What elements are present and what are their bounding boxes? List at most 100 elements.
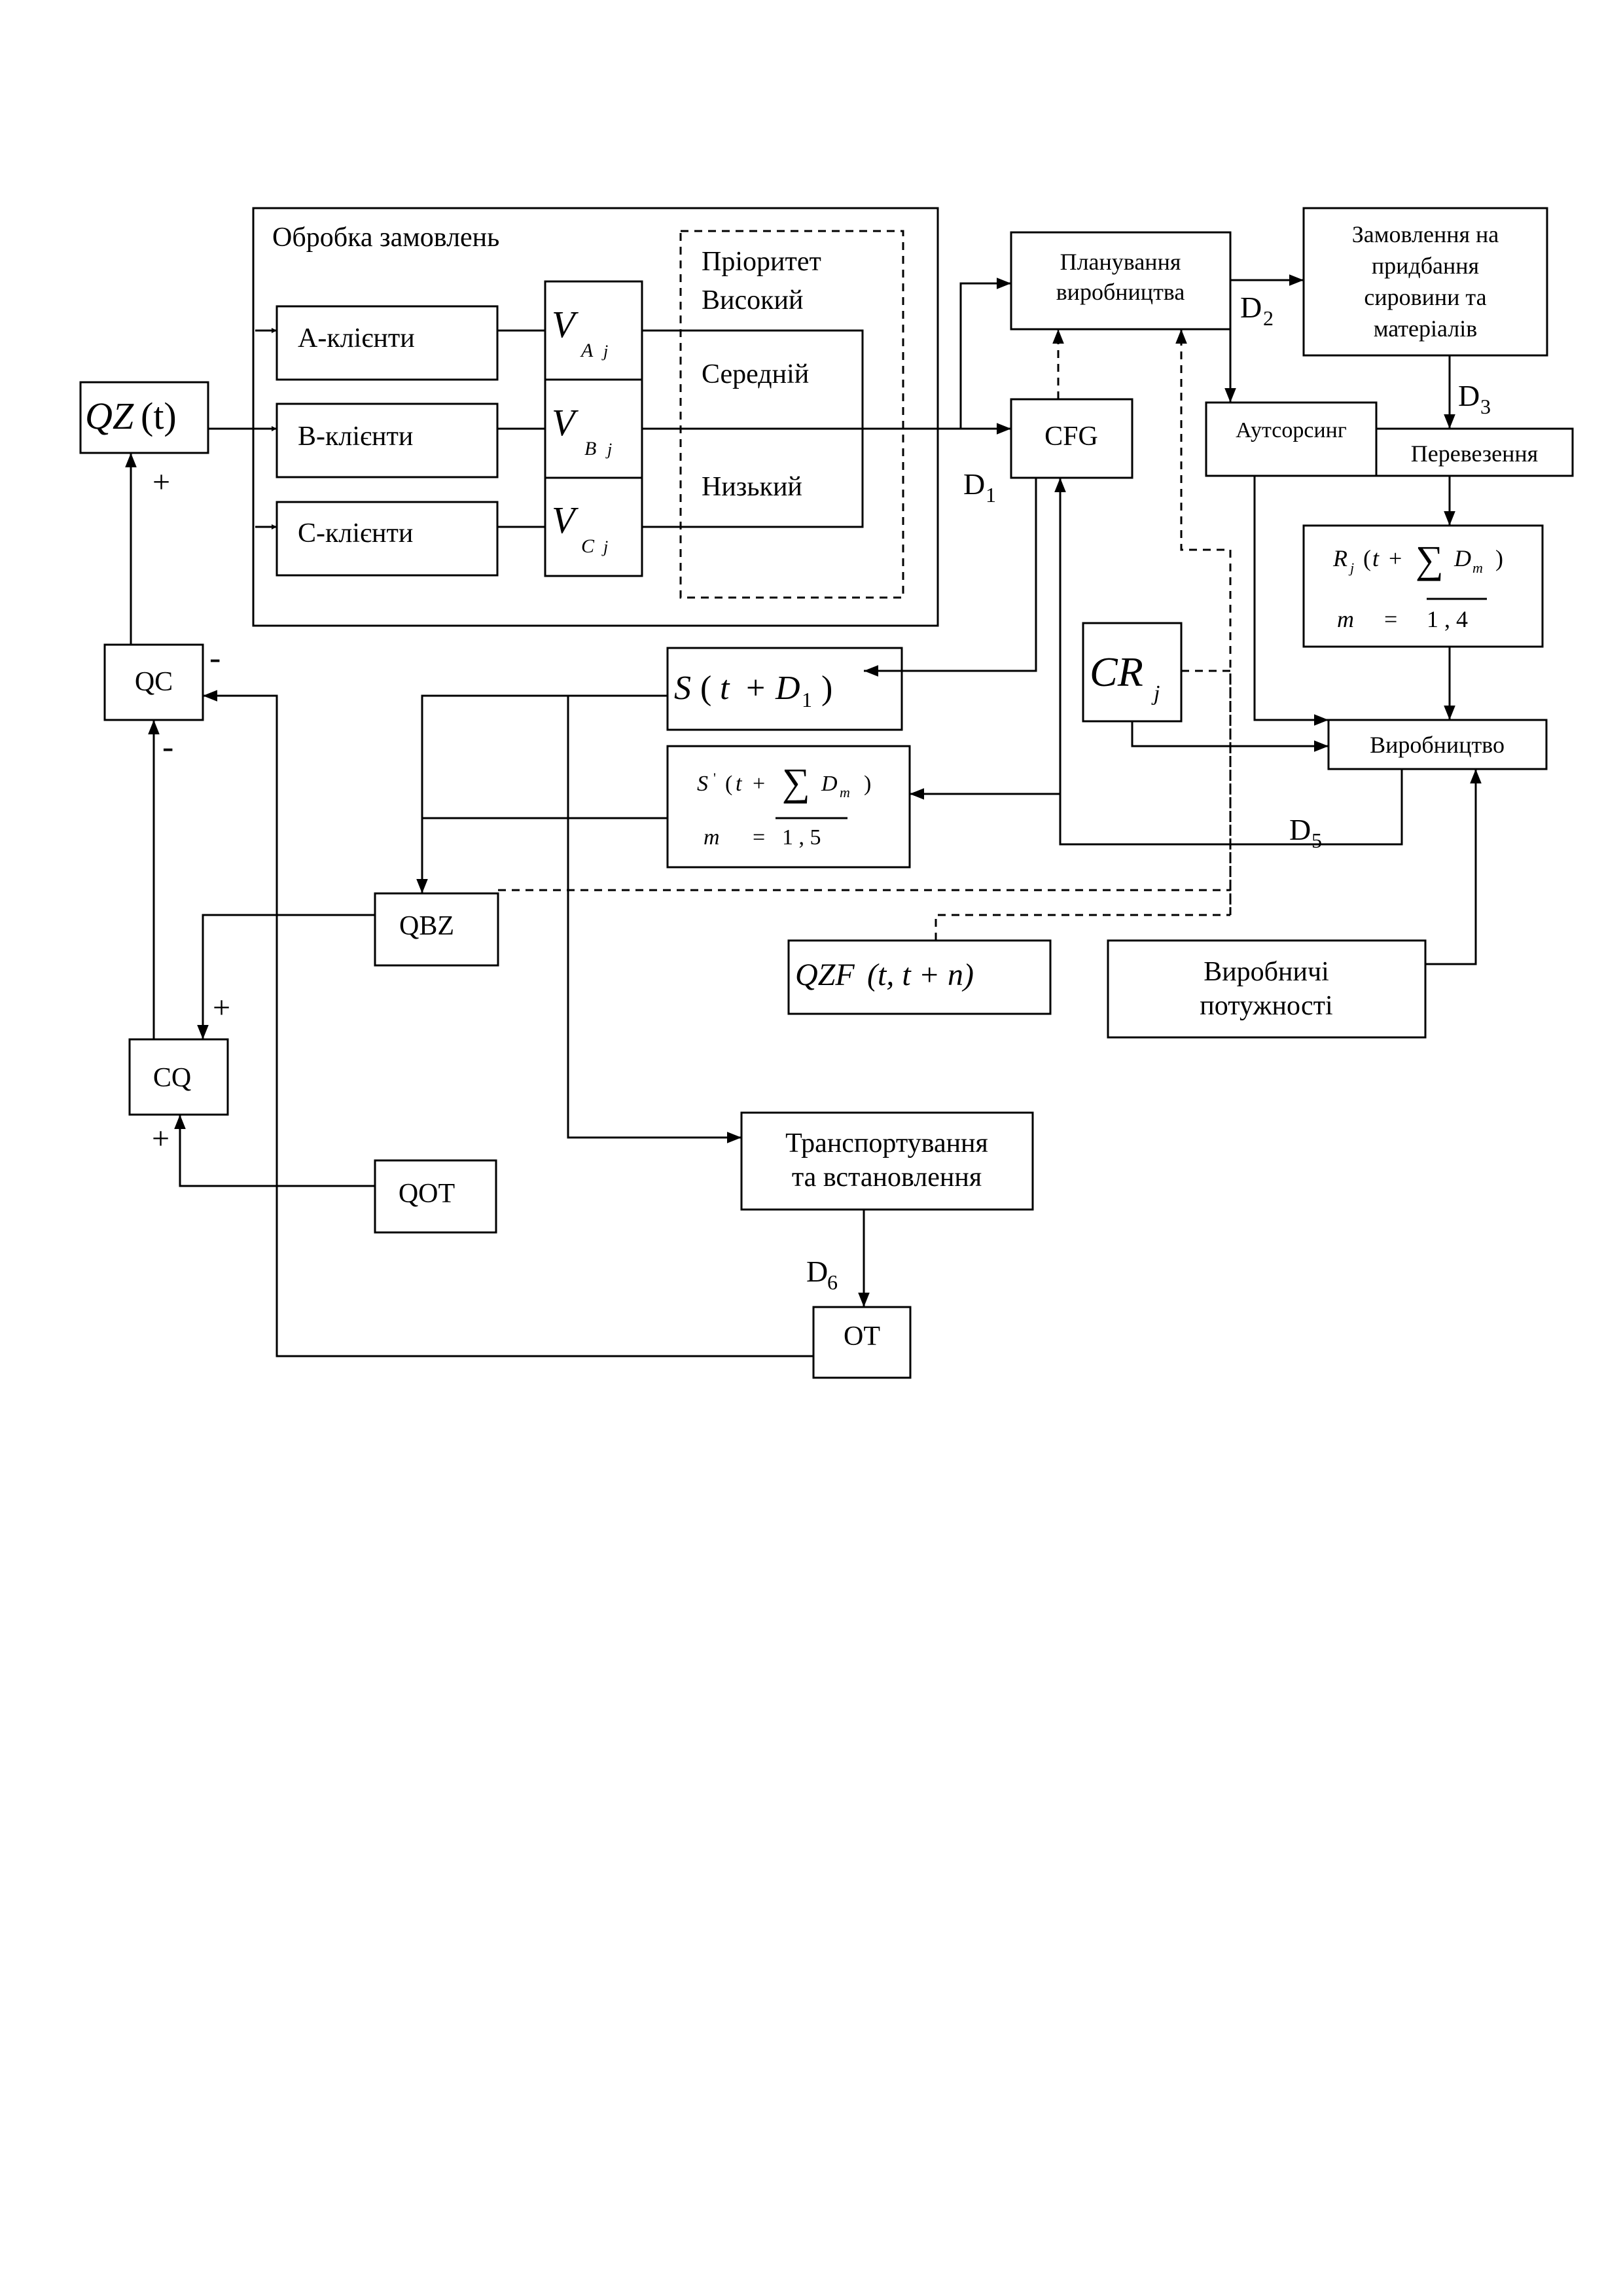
qot-to-cq-arrow bbox=[174, 1115, 375, 1187]
delay-d3: D bbox=[1458, 379, 1480, 412]
s1-close: ) bbox=[821, 670, 832, 707]
capacities-box bbox=[1107, 939, 1427, 1039]
v-c-symbol: V bbox=[552, 499, 579, 541]
production-box bbox=[1327, 719, 1548, 770]
s2-sigma: ∑ bbox=[782, 761, 810, 804]
r-open: ( bbox=[1363, 545, 1371, 571]
qc-minus-bottom: - bbox=[162, 728, 173, 766]
r-sigma: ∑ bbox=[1416, 538, 1444, 581]
v-a-subscript: A bbox=[580, 340, 594, 361]
r-range: 1 , 4 bbox=[1427, 606, 1468, 632]
qz-arg: (t) bbox=[141, 395, 177, 437]
priority-box bbox=[679, 230, 904, 599]
qbz-to-cq-arrow bbox=[197, 914, 375, 1039]
r-sub: j bbox=[1348, 560, 1354, 576]
cq-plus-bottom: + bbox=[152, 1121, 169, 1156]
capacities-line-1: Виробничі bbox=[1204, 957, 1329, 987]
capacities-to-production-arrow bbox=[1425, 769, 1482, 965]
r-m: m bbox=[1337, 606, 1354, 632]
purchase-line-1: Замовлення на bbox=[1352, 221, 1499, 247]
r-eq: = bbox=[1384, 606, 1397, 632]
client-b-label: В-клієнти bbox=[298, 422, 413, 452]
s2-prime: ' bbox=[713, 770, 716, 786]
qz-plus-sign: + bbox=[152, 465, 170, 499]
s2-dsub: m bbox=[840, 784, 850, 800]
s2-m: m bbox=[704, 825, 720, 850]
delay-d1-sub: 1 bbox=[986, 483, 996, 507]
delay-d2-sub: 2 bbox=[1263, 306, 1274, 330]
s2-eq: = bbox=[753, 825, 765, 850]
r-dsub: m bbox=[1472, 560, 1483, 576]
s1-s: S bbox=[674, 670, 691, 707]
s2-s: S bbox=[697, 772, 708, 796]
capacities-line-2: потужності bbox=[1200, 991, 1332, 1021]
priority-low: Низький bbox=[702, 472, 802, 502]
priority-high: Високий bbox=[702, 285, 804, 315]
client-b-box bbox=[276, 403, 499, 478]
installation-box bbox=[740, 1111, 1034, 1211]
v-b-index: j bbox=[605, 440, 612, 459]
v-b-subscript: B bbox=[584, 438, 596, 459]
production-to-s2-arrow bbox=[910, 769, 1403, 846]
delay-d2: D bbox=[1240, 291, 1262, 324]
v-c-index: j bbox=[601, 537, 608, 556]
s2-open: ( bbox=[725, 772, 732, 796]
ot-to-qc-arrow bbox=[203, 690, 813, 1357]
client-a-label: А-клієнти bbox=[298, 323, 415, 353]
installation-line-1: Транспортування bbox=[785, 1128, 988, 1158]
s2-range: 1 , 5 bbox=[782, 825, 821, 850]
client-c-label: С-клієнти bbox=[298, 518, 413, 548]
purchase-line-4: матеріалів bbox=[1374, 315, 1478, 342]
qz-label: QZ bbox=[85, 395, 134, 437]
client-a-box bbox=[276, 305, 499, 381]
s2-box bbox=[666, 745, 911, 869]
order-processing-title: Обробка замовлень bbox=[272, 223, 499, 253]
r-d: D bbox=[1454, 545, 1471, 571]
outsourcing-label: Аутсорсинг bbox=[1236, 418, 1347, 442]
cfg-label: CFG bbox=[1044, 422, 1098, 452]
qc-label: QC bbox=[135, 667, 173, 697]
transport-box bbox=[1375, 427, 1574, 477]
s1-to-installation-arrow bbox=[567, 696, 741, 1143]
qc-minus-top: - bbox=[209, 639, 221, 677]
delay-d5: D bbox=[1289, 813, 1311, 846]
purchase-line-2: придбання bbox=[1372, 253, 1479, 279]
v-b-symbol: V bbox=[552, 401, 579, 444]
qzf-box bbox=[787, 939, 1052, 1015]
r-close: ) bbox=[1495, 545, 1503, 571]
planning-line-1: Планування bbox=[1060, 249, 1181, 275]
s1-sub: 1 bbox=[802, 688, 812, 711]
installation-line-2: та встановлення bbox=[792, 1162, 982, 1193]
cfg-to-s1-arrow bbox=[864, 478, 1037, 677]
delay-d3-sub: 3 bbox=[1480, 395, 1491, 418]
cr-sub: j bbox=[1151, 681, 1160, 706]
delay-d6: D bbox=[806, 1255, 828, 1288]
s2-d: D bbox=[821, 772, 838, 796]
qzf-dashed-line bbox=[935, 914, 1230, 941]
delay-d6-sub: 6 bbox=[827, 1270, 838, 1294]
cq-label: CQ bbox=[153, 1063, 191, 1093]
purchase-box bbox=[1302, 207, 1548, 357]
dashed-to-planning-arrow bbox=[1175, 329, 1232, 915]
qzf-args: (t, t + n) bbox=[867, 958, 974, 992]
priority-medium: Середній bbox=[702, 359, 809, 389]
planning-line-2: виробництва bbox=[1056, 279, 1185, 305]
r-box bbox=[1302, 524, 1544, 648]
cr-dashed-line bbox=[1181, 670, 1232, 915]
transport-label: Перевезення bbox=[1411, 440, 1538, 467]
s1-box bbox=[666, 647, 903, 731]
outsourcing-to-production-arrow bbox=[1253, 476, 1329, 726]
s2-close: ) bbox=[864, 772, 871, 796]
priority-title: Пріоритет bbox=[702, 247, 821, 277]
purchase-line-3: сировини та bbox=[1364, 284, 1486, 310]
delay-d1: D bbox=[963, 467, 985, 501]
s1-to-qbz-arrow bbox=[416, 694, 668, 893]
cr-to-production-arrow bbox=[1131, 721, 1329, 752]
to-planning-arrow bbox=[959, 278, 1011, 429]
r-r: R bbox=[1332, 545, 1347, 571]
ot-box bbox=[812, 1306, 912, 1379]
qbz-box bbox=[374, 892, 499, 967]
client-c-box bbox=[276, 501, 499, 577]
r-plus: + bbox=[1389, 545, 1402, 571]
